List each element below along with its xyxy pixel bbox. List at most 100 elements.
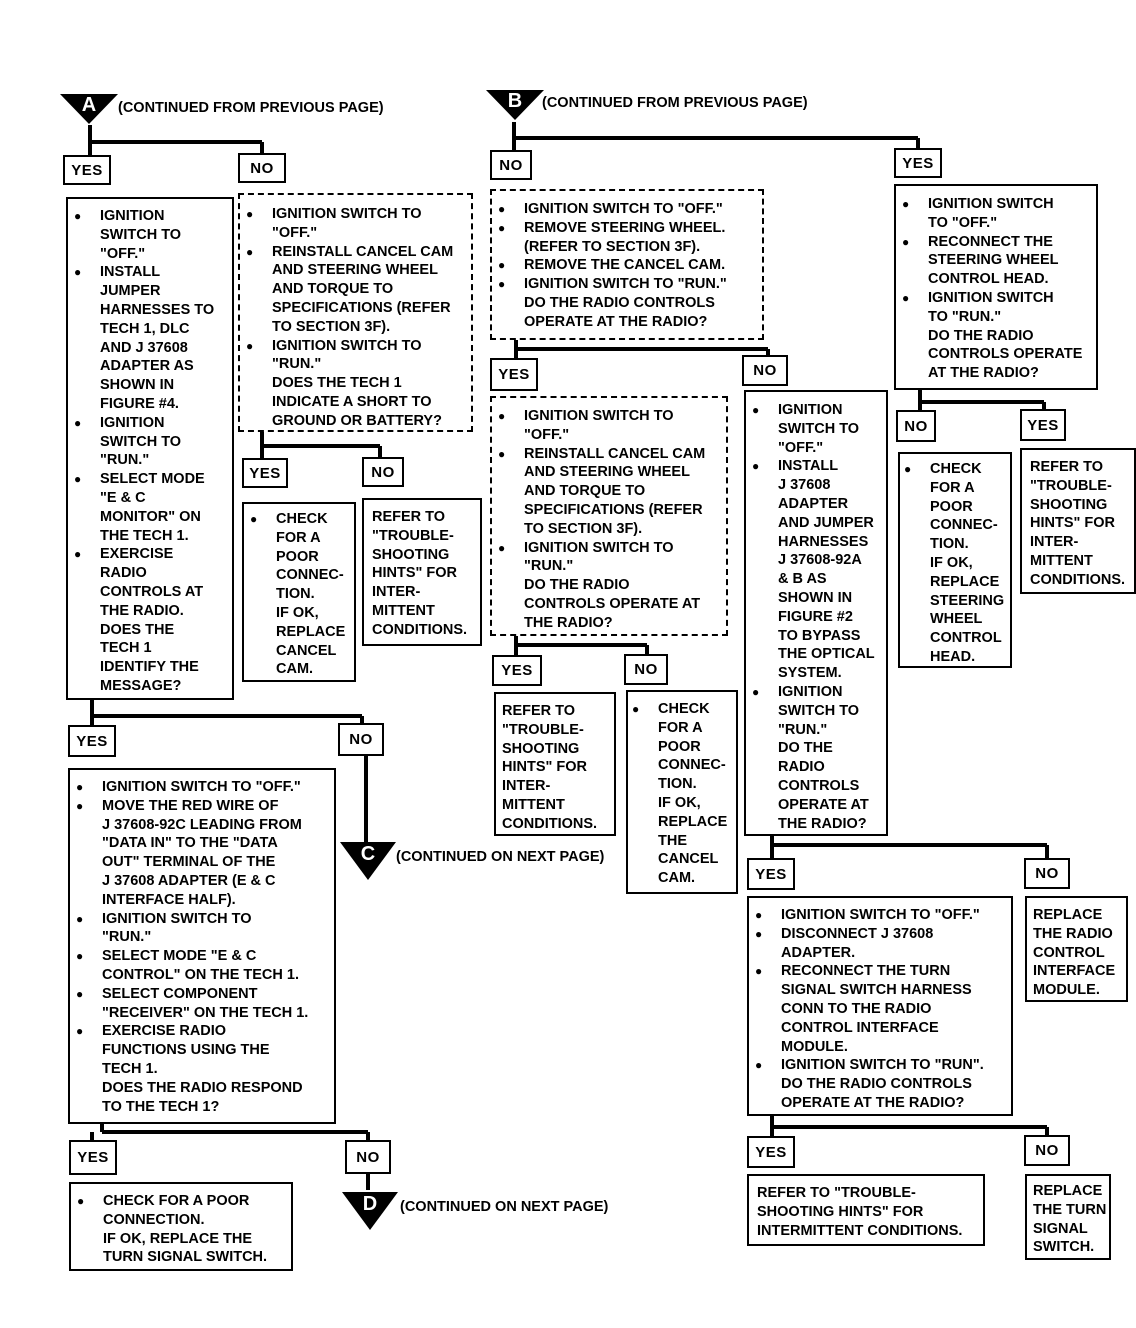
b-nny-yes-label: YES [747, 1136, 795, 1168]
connector-d-triangle [342, 1192, 398, 1230]
a-no-yes-steps: CHECK FOR A POOR CONNEC- TION. IF OK, RE… [246, 510, 352, 679]
b-yes-no-label: NO [896, 410, 936, 442]
b-ny-no-steps: CHECK FOR A POOR CONNEC- TION. IF OK, RE… [628, 700, 736, 888]
step: CHECK FOR A POOR CONNEC- TION. IF OK, RE… [900, 460, 1008, 667]
connector-c-letter: C [360, 843, 376, 865]
a-no-no-text: REFER TO "TROUBLE- SHOOTING HINTS" FOR I… [372, 509, 468, 638]
step: IGNITION SWITCH TO "OFF." [898, 195, 1094, 233]
b-nn-no-label: NO [1024, 858, 1070, 889]
b-nny-yes-text: REFER TO "TROUBLE- SHOOTING HINTS" FOR I… [757, 1185, 963, 1239]
step: IGNITION SWITCH TO "RUN." [72, 910, 332, 948]
a-no-label: NO [238, 153, 286, 183]
connector-b-letter: B [507, 90, 523, 112]
final-no-label: NO [345, 1140, 391, 1174]
b-nny-no-text: REPLACE THE TURN SIGNAL SWITCH. [1033, 1183, 1107, 1256]
step: INSTALL J 37608 ADAPTER AND JUMPER HARNE… [748, 457, 884, 683]
b-no-yes-label: YES [490, 358, 538, 391]
b-nn-no-box: REPLACE THE RADIO CONTROL INTERFACE MODU… [1025, 896, 1128, 1002]
step: RECONNECT THE TURN SIGNAL SWITCH HARNESS… [751, 962, 1009, 1056]
b-ny-no-box: CHECK FOR A POOR CONNEC- TION. IF OK, RE… [626, 690, 738, 894]
step: REINSTALL CANCEL CAM AND STEERING WHEEL … [494, 445, 724, 539]
step: REMOVE THE CANCEL CAM. [494, 256, 760, 275]
a-yes-yes-label: YES [68, 725, 116, 757]
step: REINSTALL CANCEL CAM AND STEERING WHEEL … [242, 243, 469, 337]
b-ny-yes-text: REFER TO "TROUBLE- SHOOTING HINTS" FOR I… [502, 703, 598, 832]
step: SELECT COMPONENT "RECEIVER" ON THE TECH … [72, 985, 332, 1023]
a-yes-yes-box: IGNITION SWITCH TO "OFF." MOVE THE RED W… [68, 768, 336, 1124]
step: INSTALL JUMPER HARNESSES TO TECH 1, DLC … [70, 263, 230, 413]
connector-a-letter: A [81, 94, 97, 116]
a-no-no-label: NO [362, 457, 404, 487]
step: IGNITION SWITCH TO "OFF." [70, 207, 230, 263]
connector-d-letter: D [362, 1193, 378, 1215]
step: IGNITION SWITCH TO "OFF." [72, 778, 332, 797]
step: IGNITION SWITCH TO "OFF." [748, 401, 884, 457]
connector-c-triangle [340, 842, 396, 880]
b-no-yes-box: IGNITION SWITCH TO "OFF." REINSTALL CANC… [490, 396, 728, 636]
b-no-steps: IGNITION SWITCH TO "OFF." REMOVE STEERIN… [494, 200, 760, 332]
connector-c-note: (CONTINUED ON NEXT PAGE) [396, 849, 605, 865]
b-yes-box: IGNITION SWITCH TO "OFF." RECONNECT THE … [894, 184, 1098, 390]
b-nn-yes-label: YES [747, 858, 795, 890]
connector-a-note: (CONTINUED FROM PREVIOUS PAGE) [118, 100, 384, 116]
step: CHECK FOR A POOR CONNECTION. IF OK, REPL… [73, 1192, 289, 1267]
b-nny-yes-box: REFER TO "TROUBLE- SHOOTING HINTS" FOR I… [747, 1174, 985, 1246]
step: IGNITION SWITCH TO "OFF." [494, 407, 724, 445]
a-no-box: IGNITION SWITCH TO "OFF." REINSTALL CANC… [238, 193, 473, 432]
b-yes-yes-label: YES [1020, 409, 1066, 441]
a-no-no-box: REFER TO "TROUBLE- SHOOTING HINTS" FOR I… [362, 498, 482, 646]
step: IGNITION SWITCH TO "OFF." [242, 205, 469, 243]
b-no-label: NO [490, 150, 532, 180]
b-yes-yes-box: REFER TO "TROUBLE- SHOOTING HINTS" FOR I… [1020, 448, 1136, 594]
a-yes-no-label: NO [338, 723, 384, 756]
a-yes-steps: IGNITION SWITCH TO "OFF." INSTALL JUMPER… [70, 207, 230, 696]
step: IGNITION SWITCH TO "RUN." DO THE RADIO C… [748, 683, 884, 833]
connector-a-triangle [60, 94, 118, 124]
b-no-yes-steps: IGNITION SWITCH TO "OFF." REINSTALL CANC… [494, 407, 724, 633]
b-yes-no-box: CHECK FOR A POOR CONNEC- TION. IF OK, RE… [898, 452, 1012, 668]
a-no-yes-box: CHECK FOR A POOR CONNEC- TION. IF OK, RE… [242, 502, 356, 682]
b-nny-no-box: REPLACE THE TURN SIGNAL SWITCH. [1025, 1174, 1111, 1260]
b-ny-yes-label: YES [492, 655, 542, 686]
b-no-no-label: NO [742, 355, 788, 386]
a-yes-box: IGNITION SWITCH TO "OFF." INSTALL JUMPER… [66, 197, 234, 700]
step: IGNITION SWITCH TO "RUN." DO THE RADIO C… [494, 539, 724, 633]
b-no-no-box: IGNITION SWITCH TO "OFF." INSTALL J 3760… [744, 390, 888, 836]
step: IGNITION SWITCH TO "OFF." [751, 906, 1009, 925]
step: EXERCISE RADIO CONTROLS AT THE RADIO. DO… [70, 545, 230, 695]
b-nn-yes-steps: IGNITION SWITCH TO "OFF." DISCONNECT J 3… [751, 906, 1009, 1113]
final-yes-label: YES [69, 1140, 117, 1175]
step: SELECT MODE "E & C CONTROL" ON THE TECH … [72, 947, 332, 985]
b-yes-label: YES [894, 148, 942, 178]
step: MOVE THE RED WIRE OF J 37608-92C LEADING… [72, 797, 332, 910]
step: REMOVE STEERING WHEEL. (REFER TO SECTION… [494, 219, 760, 257]
a-no-steps: IGNITION SWITCH TO "OFF." REINSTALL CANC… [242, 205, 469, 431]
step: IGNITION SWITCH TO "RUN." [70, 414, 230, 470]
final-yes-box: CHECK FOR A POOR CONNECTION. IF OK, REPL… [69, 1182, 293, 1271]
b-nn-yes-box: IGNITION SWITCH TO "OFF." DISCONNECT J 3… [747, 896, 1013, 1116]
b-nn-no-text: REPLACE THE RADIO CONTROL INTERFACE MODU… [1033, 907, 1116, 999]
b-ny-yes-box: REFER TO "TROUBLE- SHOOTING HINTS" FOR I… [494, 692, 616, 836]
step: IGNITION SWITCH TO "RUN." DO THE RADIO C… [898, 289, 1094, 383]
b-yes-no-steps: CHECK FOR A POOR CONNEC- TION. IF OK, RE… [900, 460, 1008, 667]
step: IGNITION SWITCH TO "RUN." DO THE RADIO C… [494, 275, 760, 331]
b-nny-no-label: NO [1024, 1135, 1070, 1166]
a-yes-yes-steps: IGNITION SWITCH TO "OFF." MOVE THE RED W… [72, 778, 332, 1116]
connector-b-note: (CONTINUED FROM PREVIOUS PAGE) [542, 95, 808, 111]
step: IGNITION SWITCH TO "OFF." [494, 200, 760, 219]
connector-b-triangle [486, 90, 544, 120]
b-yes-yes-text: REFER TO "TROUBLE- SHOOTING HINTS" FOR I… [1030, 459, 1126, 588]
final-yes-steps: CHECK FOR A POOR CONNECTION. IF OK, REPL… [73, 1192, 289, 1267]
connector-d-note: (CONTINUED ON NEXT PAGE) [400, 1199, 609, 1215]
b-ny-no-label: NO [624, 654, 668, 685]
step: SELECT MODE "E & C MONITOR" ON THE TECH … [70, 470, 230, 545]
b-no-box: IGNITION SWITCH TO "OFF." REMOVE STEERIN… [490, 189, 764, 340]
step: IGNITION SWITCH TO "RUN". DO THE RADIO C… [751, 1056, 1009, 1112]
b-no-no-steps: IGNITION SWITCH TO "OFF." INSTALL J 3760… [748, 401, 884, 833]
step: CHECK FOR A POOR CONNEC- TION. IF OK, RE… [628, 700, 736, 888]
step: CHECK FOR A POOR CONNEC- TION. IF OK, RE… [246, 510, 352, 679]
step: EXERCISE RADIO FUNCTIONS USING THE TECH … [72, 1022, 332, 1116]
step: DISCONNECT J 37608 ADAPTER. [751, 925, 1009, 963]
